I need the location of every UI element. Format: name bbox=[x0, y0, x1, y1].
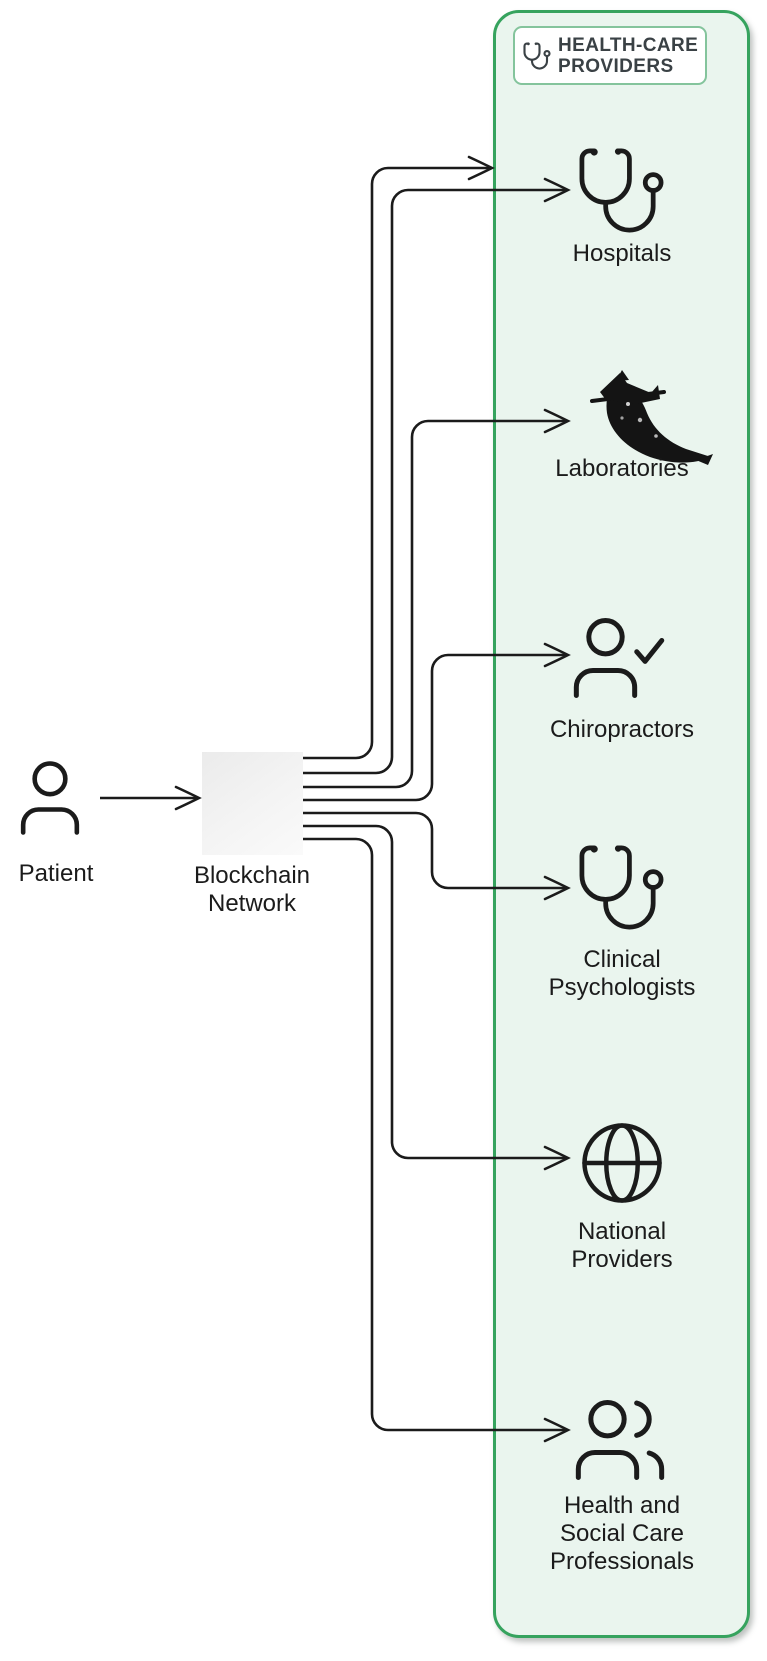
providers-panel bbox=[493, 10, 750, 1638]
chiropractors-icon user-check-icon bbox=[568, 608, 668, 708]
laboratories-icon ink-horn-sketch-icon bbox=[564, 368, 714, 473]
national-providers-icon globe-icon bbox=[577, 1118, 667, 1208]
connector-blockchain-to-chiropractors bbox=[303, 642, 571, 802]
hospitals-label: Hospitals bbox=[572, 240, 672, 267]
panel-title: HEALTH-CARE PROVIDERS bbox=[558, 34, 699, 77]
clinical-psychologists-label: Clinical Psychologists bbox=[548, 946, 696, 1001]
hospitals-icon stethoscope-icon bbox=[574, 143, 669, 238]
laboratories-label: Laboratories bbox=[555, 455, 689, 482]
connector-blockchain-to-national-providers bbox=[303, 824, 571, 1171]
blockchain-node bbox=[202, 752, 303, 855]
connector-blockchain-to-hospitals bbox=[303, 177, 571, 775]
health-social-professionals-icon users-icon bbox=[570, 1390, 670, 1490]
panel-header: HEALTH-CARE PROVIDERS bbox=[513, 26, 707, 85]
blockchain-label: Blockchain Network bbox=[193, 862, 311, 917]
chiropractors-label: Chiropractors bbox=[549, 716, 695, 743]
connector-blockchain-to-laboratories bbox=[303, 408, 571, 789]
national-providers-label: National Providers bbox=[571, 1218, 673, 1273]
patient-icon user-icon bbox=[4, 752, 96, 844]
clinical-psychologists-icon stethoscope-icon bbox=[574, 840, 669, 935]
patient-label: Patient bbox=[18, 860, 94, 887]
health-social-professionals-label: Health and Social Care Professionals bbox=[549, 1492, 695, 1575]
connector-blockchain-to-health-social bbox=[303, 837, 571, 1443]
stethoscope-icon bbox=[522, 41, 552, 71]
connector-blockchain-to-panel bbox=[303, 155, 495, 760]
connector-blockchain-to-clinical-psychologists bbox=[303, 811, 571, 901]
